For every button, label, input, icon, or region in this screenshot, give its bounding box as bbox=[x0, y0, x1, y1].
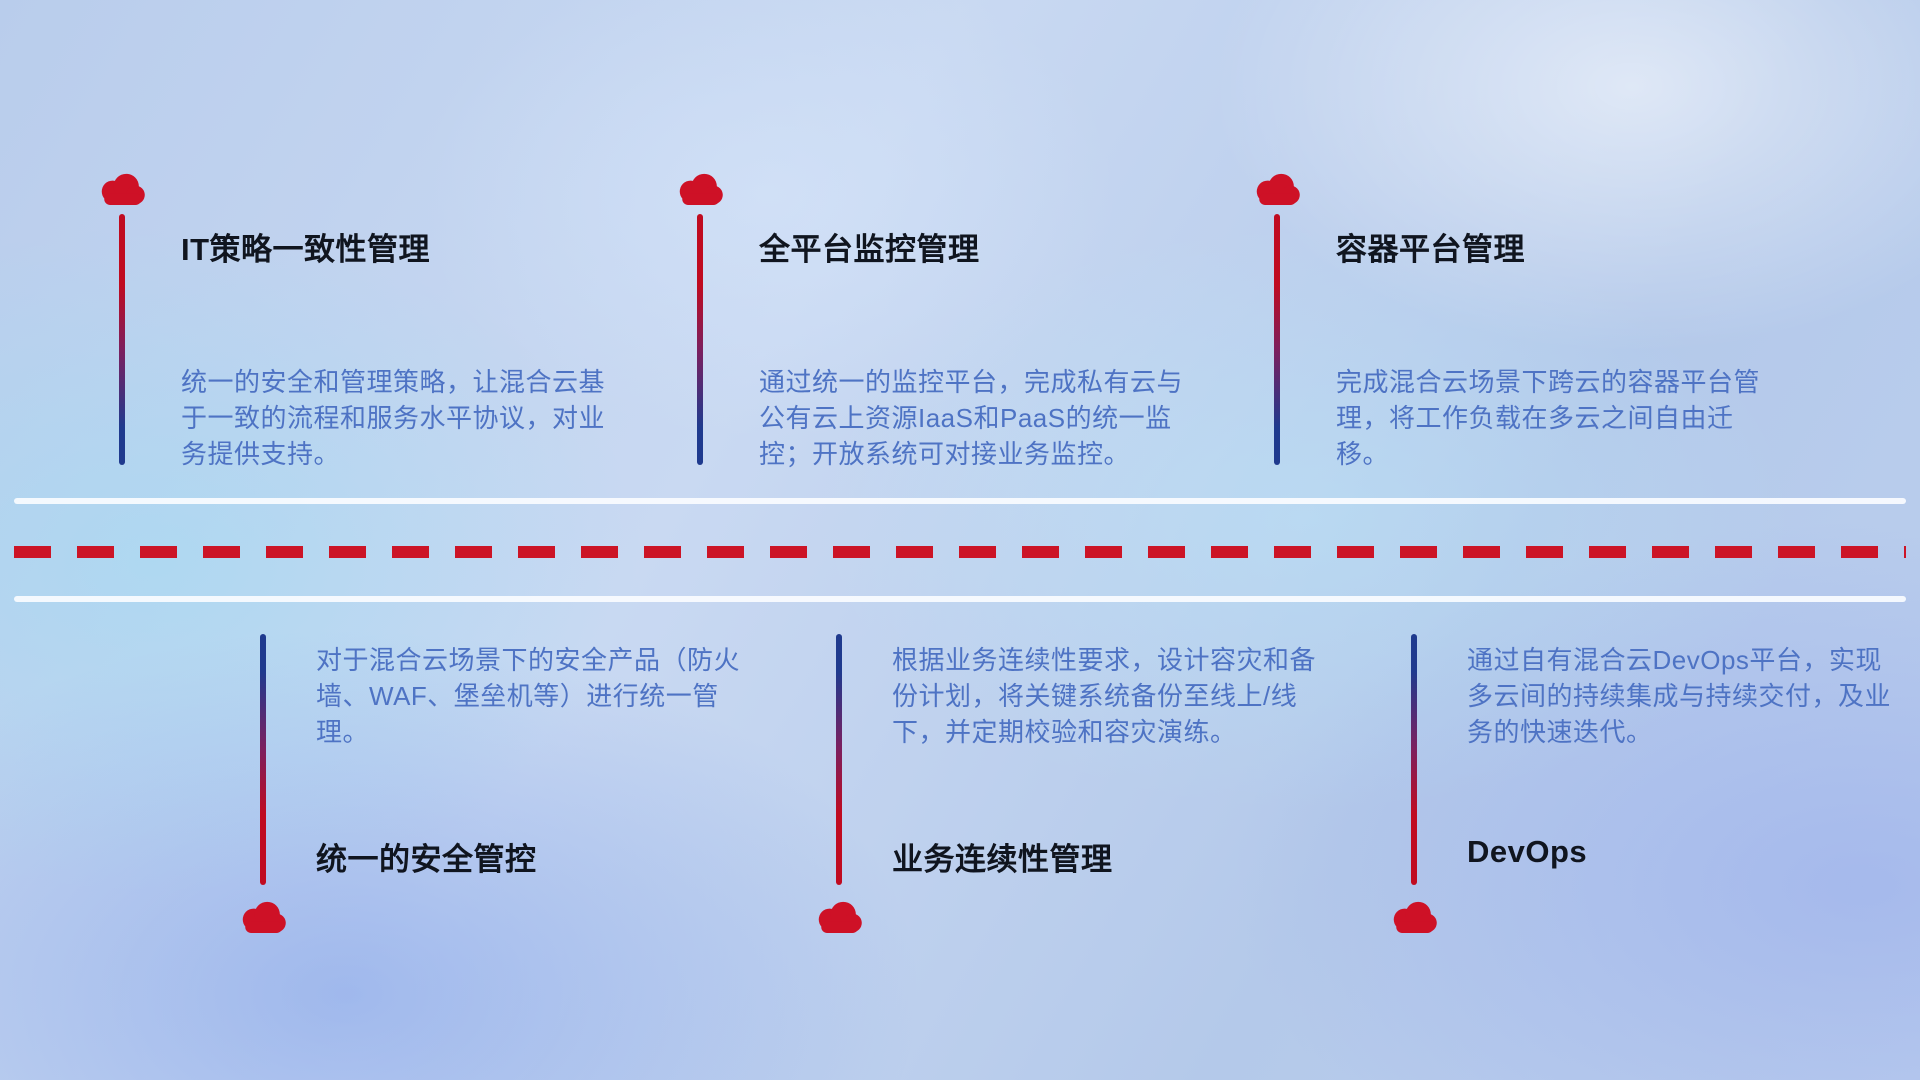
feature-title: DevOps bbox=[1467, 834, 1588, 869]
cloud-icon bbox=[236, 897, 290, 937]
feature-title: 全平台监控管理 bbox=[759, 232, 980, 267]
feature-description: 通过自有混合云DevOps平台，实现多云间的持续集成与持续交付，及业务的快速迭代… bbox=[1467, 645, 1892, 747]
divider-line-top bbox=[14, 498, 1906, 504]
feature-description: 对于混合云场景下的安全产品（防火墙、WAF、堡垒机等）进行统一管理。 bbox=[316, 645, 741, 747]
connector-line bbox=[697, 214, 703, 465]
cloud-icon bbox=[1250, 169, 1304, 209]
cloud-icon bbox=[673, 169, 727, 209]
cloud-icon bbox=[1387, 897, 1441, 937]
connector-line bbox=[260, 634, 266, 885]
connector-line bbox=[836, 634, 842, 885]
feature-description: 完成混合云场景下跨云的容器平台管理，将工作负载在多云之间自由迁移。 bbox=[1336, 367, 1761, 469]
connector-line bbox=[1411, 634, 1417, 885]
feature-title: 业务连续性管理 bbox=[892, 842, 1113, 877]
cloud-icon bbox=[812, 897, 866, 937]
feature-title: IT策略一致性管理 bbox=[181, 232, 431, 267]
dashed-timeline bbox=[14, 546, 1906, 558]
feature-description: 通过统一的监控平台，完成私有云与公有云上资源IaaS和PaaS的统一监控；开放系… bbox=[759, 367, 1184, 469]
feature-title: 容器平台管理 bbox=[1336, 232, 1525, 267]
connector-line bbox=[1274, 214, 1280, 465]
feature-description: 根据业务连续性要求，设计容灾和备份计划，将关键系统备份至线上/线下，并定期校验和… bbox=[892, 645, 1317, 747]
divider-line-bottom bbox=[14, 596, 1906, 602]
feature-description: 统一的安全和管理策略，让混合云基于一致的流程和服务水平协议，对业务提供支持。 bbox=[181, 367, 606, 469]
cloud-icon bbox=[95, 169, 149, 209]
feature-title: 统一的安全管控 bbox=[316, 842, 537, 877]
connector-line bbox=[119, 214, 125, 465]
